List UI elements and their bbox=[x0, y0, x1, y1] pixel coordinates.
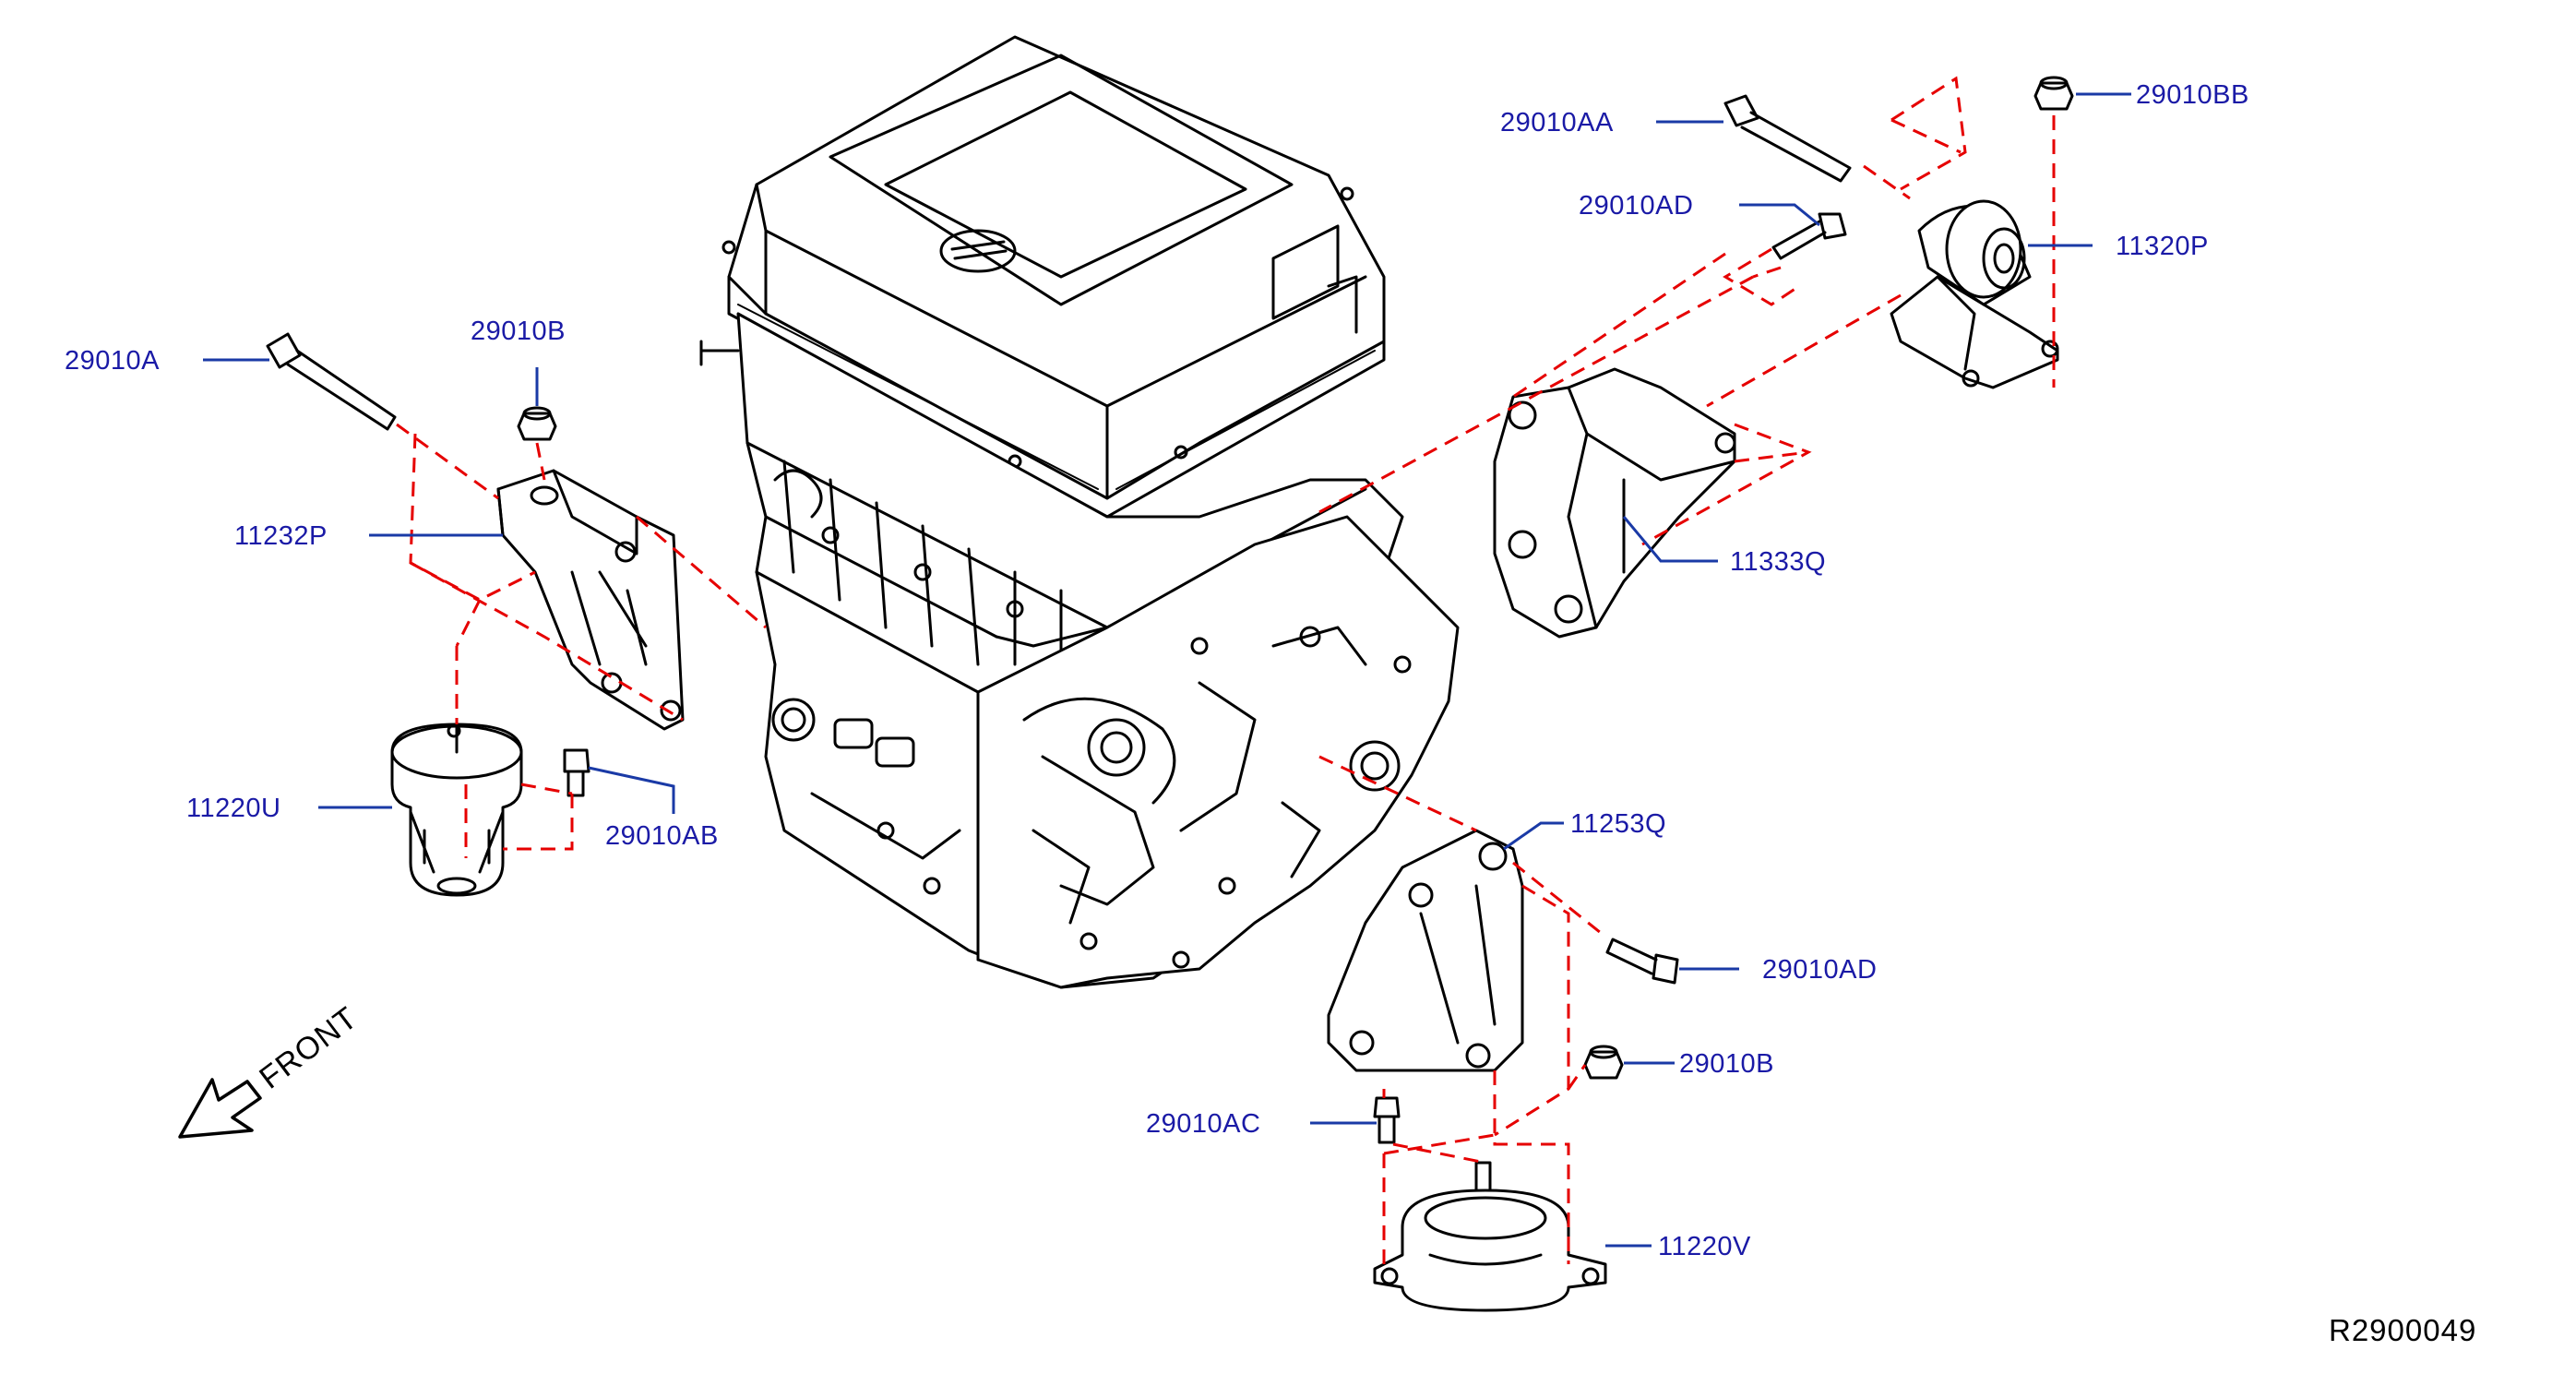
nut-29010BB bbox=[2033, 76, 2074, 111]
callout-29010AB: 29010AB bbox=[605, 821, 719, 851]
callout-29010AD-top: 29010AD bbox=[1579, 191, 1694, 221]
leader-11253Q bbox=[1503, 821, 1564, 851]
insulator-11320P bbox=[1890, 199, 2059, 389]
callout-11232P: 11232P bbox=[234, 521, 328, 551]
bolt-29010AD-top bbox=[1771, 212, 1847, 260]
leader-lines bbox=[203, 92, 2131, 1248]
bracket-11253Q bbox=[1327, 829, 1524, 1072]
front-arrow-icon bbox=[178, 1078, 262, 1139]
callout-11220V: 11220V bbox=[1658, 1232, 1751, 1261]
bolt-29010AC bbox=[1373, 1096, 1401, 1144]
callout-11333Q: 11333Q bbox=[1730, 547, 1827, 577]
callout-11253Q: 11253Q bbox=[1570, 809, 1667, 839]
leader-29010AB bbox=[588, 766, 675, 814]
bracket-11232P bbox=[496, 469, 685, 731]
callout-29010BB: 29010BB bbox=[2136, 80, 2249, 110]
insulator-11220U bbox=[390, 723, 523, 897]
bolt-29010A bbox=[266, 332, 397, 431]
bolt-29010AB bbox=[563, 748, 590, 797]
insulator-11220V bbox=[1373, 1161, 1607, 1312]
bolt-29010AA bbox=[1723, 94, 1852, 183]
leader-29010AD-top bbox=[1739, 203, 1820, 227]
callout-11220U: 11220U bbox=[186, 794, 281, 823]
nut-29010B-right bbox=[1583, 1045, 1624, 1080]
callout-11320P: 11320P bbox=[2116, 232, 2209, 261]
transaxle bbox=[976, 515, 1460, 989]
alignment-lines bbox=[396, 76, 2056, 1273]
callout-29010AC: 29010AC bbox=[1146, 1109, 1261, 1139]
callout-29010AD-right: 29010AD bbox=[1762, 955, 1878, 985]
nut-29010B-left bbox=[517, 406, 557, 441]
callout-29010AA: 29010AA bbox=[1500, 108, 1614, 137]
bracket-11333Q bbox=[1493, 367, 1736, 639]
callout-29010A: 29010A bbox=[65, 346, 160, 376]
bolt-29010AD-right bbox=[1605, 938, 1679, 985]
callout-29010B-left: 29010B bbox=[471, 317, 566, 346]
engine-cover bbox=[722, 35, 1386, 519]
callout-29010B-right: 29010B bbox=[1679, 1049, 1774, 1079]
leader-11333Q bbox=[1622, 516, 1718, 563]
diagram-reference-id: R2900049 bbox=[2329, 1313, 2477, 1347]
